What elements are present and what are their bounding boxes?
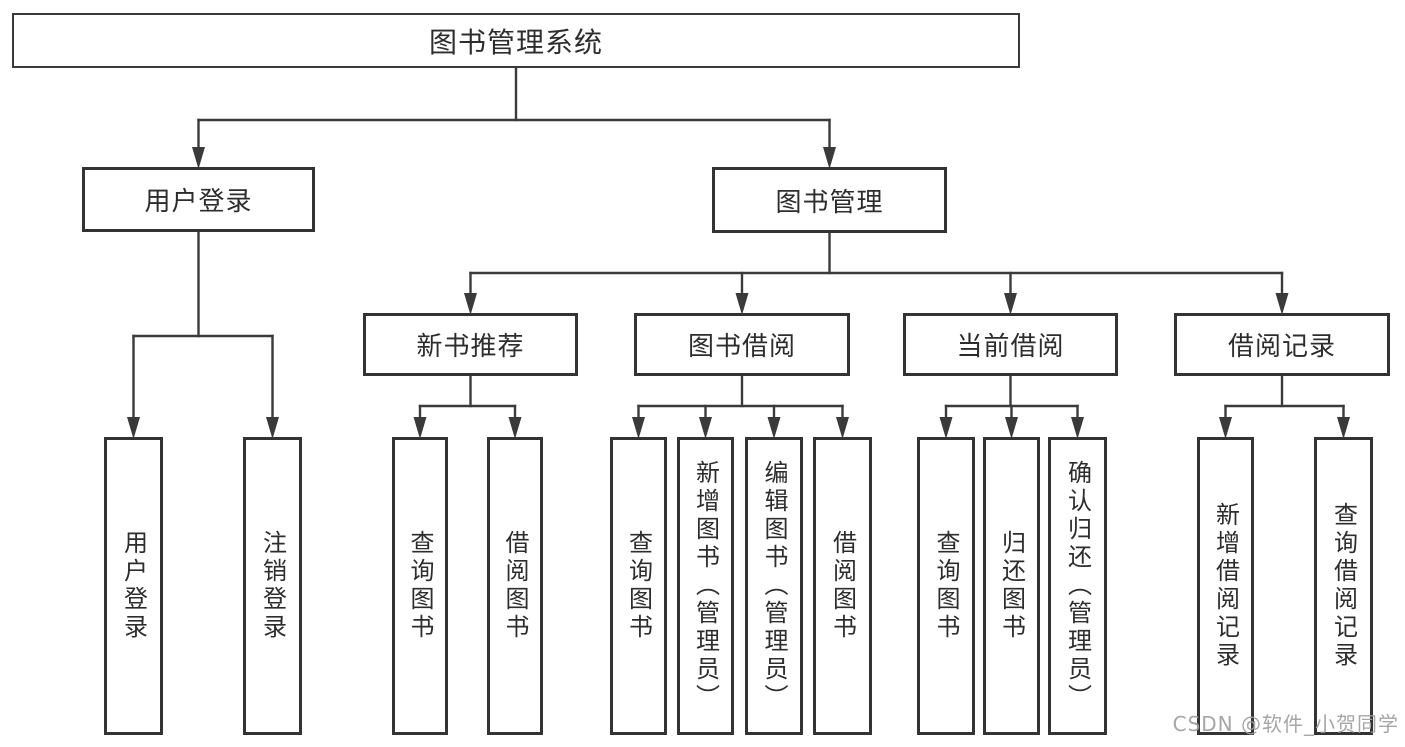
leaf-add-books-admin-label: 新增图书（管理员） [691,460,720,712]
leaf-query-books-borrow: 查询图书 [610,437,667,735]
leaf-confirm-return-admin-label: 确认归还（管理员） [1063,460,1092,712]
leaf-confirm-return-admin: 确认归还（管理员） [1048,437,1107,735]
leaf-logout: 注销登录 [243,437,302,735]
leaf-query-books-recommend: 查询图书 [392,437,448,735]
leaf-edit-books-admin-label: 编辑图书（管理员） [760,460,788,712]
leaf-add-books-admin: 新增图书（管理员） [677,437,734,735]
node-library-management-system: 图书管理系统 [12,13,1020,68]
leaf-query-books-current: 查询图书 [917,437,975,735]
leaf-query-borrow-record: 查询借阅记录 [1314,437,1373,735]
leaf-query-books-current-label: 查询图书 [932,530,960,642]
node-borrowing-records: 借阅记录 [1174,313,1390,376]
node-new-book-recommendation: 新书推荐 [363,313,578,376]
node-book-management: 图书管理 [712,167,947,233]
leaf-return-books-label: 归还图书 [997,530,1026,642]
watermark: CSDN @软件_小贺同学 [1172,712,1399,736]
leaf-query-books-recommend-label: 查询图书 [406,530,434,642]
leaf-edit-books-admin: 编辑图书（管理员） [745,437,803,735]
node-current-borrowing: 当前借阅 [903,313,1118,376]
leaf-add-borrow-record: 新增借阅记录 [1197,437,1254,735]
leaf-user-login-label: 用户登录 [119,530,148,642]
node-book-borrowing: 图书借阅 [634,313,850,376]
leaf-borrow-books-recommend: 借阅图书 [487,437,543,735]
leaf-user-login: 用户登录 [104,437,163,735]
leaf-query-books-borrow-label: 查询图书 [624,530,653,642]
leaf-query-borrow-record-label: 查询借阅记录 [1329,502,1358,670]
leaf-logout-label: 注销登录 [258,530,287,642]
node-user-login: 用户登录 [82,167,315,232]
leaf-borrow-books-recommend-label: 借阅图书 [501,530,529,642]
leaf-add-borrow-record-label: 新增借阅记录 [1211,502,1240,670]
leaf-return-books: 归还图书 [983,437,1040,735]
leaf-borrow-books-label: 借阅图书 [828,530,857,642]
leaf-borrow-books: 借阅图书 [813,437,872,735]
